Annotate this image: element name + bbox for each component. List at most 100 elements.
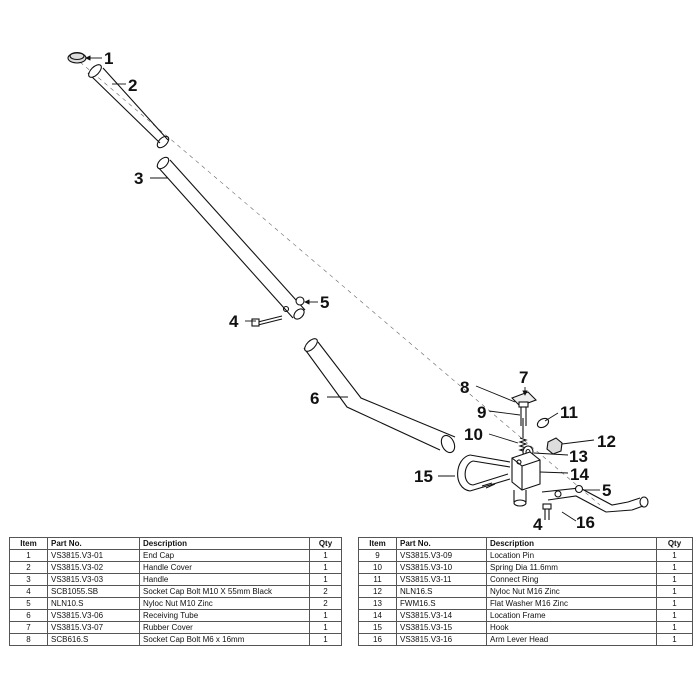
cell-qty: 2 [309, 585, 342, 598]
part-receiving-tube [303, 338, 456, 454]
cell-item: 1 [9, 549, 48, 562]
cell-part-no: VS3815.V3-07 [47, 621, 140, 634]
cell-qty: 1 [656, 621, 693, 634]
part-handle [156, 156, 306, 320]
callout-4-lower: 4 [533, 515, 543, 534]
part-socket-cap-bolt-top [518, 401, 529, 426]
callout-1: 1 [104, 49, 113, 68]
cell-description: Socket Cap Bolt M10 X 55mm Black [139, 585, 310, 598]
cell-qty: 1 [656, 585, 693, 598]
cell-description: Nyloc Nut M10 Zinc [139, 597, 310, 610]
cell-qty: 1 [656, 633, 693, 646]
callout-4: 4 [229, 312, 239, 331]
header-qty: Qty [309, 537, 342, 550]
table-header-row: Item Part No. Description Qty [9, 537, 342, 550]
cell-description: Spring Dia 11.6mm [486, 561, 657, 574]
cell-qty: 2 [309, 597, 342, 610]
callout-14: 14 [570, 465, 589, 484]
cell-part-no: SCB616.S [47, 633, 140, 646]
part-location-frame [511, 451, 541, 507]
cell-description: Handle Cover [139, 561, 310, 574]
part-arm-lever-head [541, 487, 649, 513]
cell-part-no: FWM16.S [396, 597, 487, 610]
cell-description: Receiving Tube [139, 609, 310, 622]
part-socket-cap-bolt-lower [542, 503, 552, 520]
cell-description: Location Pin [486, 549, 657, 562]
callout-9: 9 [477, 403, 486, 422]
cell-qty: 1 [656, 549, 693, 562]
part-handle-cover [87, 64, 170, 149]
cell-description: Location Frame [486, 609, 657, 622]
header-item: Item [358, 537, 397, 550]
cell-part-no: VS3815.V3-09 [396, 549, 487, 562]
part-hook [457, 454, 511, 492]
table-header-row: Item Part No. Description Qty [358, 537, 693, 550]
cell-part-no: VS3815.V3-14 [396, 609, 487, 622]
callout-5-lower: 5 [602, 481, 611, 500]
cell-qty: 1 [309, 561, 342, 574]
part-socket-cap-bolt-upper [251, 315, 283, 327]
part-spring [518, 437, 528, 453]
cell-item: 13 [358, 597, 397, 610]
cell-description: Nyloc Nut M16 Zinc [486, 585, 657, 598]
page-crop-edge [0, 658, 700, 700]
callout-15: 15 [414, 467, 433, 486]
cell-part-no: NLN10.S [47, 597, 140, 610]
part-nyloc-nut-m16 [546, 437, 563, 455]
cell-part-no: VS3815.V3-03 [47, 573, 140, 586]
cell-qty: 1 [656, 561, 693, 574]
cell-item: 8 [9, 633, 48, 646]
header-qty: Qty [656, 537, 693, 550]
part-end-cap [67, 51, 87, 64]
callout-3: 3 [134, 169, 143, 188]
cell-item: 5 [9, 597, 48, 610]
exploded-parts-diagram: 1 2 3 4 5 6 7 8 9 11 10 12 13 14 15 5 16… [67, 49, 649, 534]
cell-item: 4 [9, 585, 48, 598]
cell-item: 6 [9, 609, 48, 622]
cell-part-no: VS3815.V3-15 [396, 621, 487, 634]
part-nyloc-nut-upper [295, 296, 305, 306]
cell-qty: 1 [309, 573, 342, 586]
callout-8: 8 [460, 378, 469, 397]
cell-part-no: VS3815.V3-01 [47, 549, 140, 562]
header-description: Description [139, 537, 310, 550]
cell-description: Flat Washer M16 Zinc [486, 597, 657, 610]
part-nyloc-nut-lower [574, 484, 584, 494]
cell-qty: 1 [309, 633, 342, 646]
callout-7: 7 [519, 368, 528, 387]
cell-qty: 1 [656, 597, 693, 610]
header-part-no: Part No. [47, 537, 140, 550]
callout-5: 5 [320, 293, 329, 312]
cell-item: 2 [9, 561, 48, 574]
cell-part-no: VS3815.V3-11 [396, 573, 487, 586]
cell-description: Arm Lever Head [486, 633, 657, 646]
cell-qty: 1 [309, 609, 342, 622]
cell-item: 9 [358, 549, 397, 562]
header-part-no: Part No. [396, 537, 487, 550]
callout-10: 10 [464, 425, 483, 444]
cell-item: 12 [358, 585, 397, 598]
cell-item: 10 [358, 561, 397, 574]
callout-11: 11 [560, 403, 578, 422]
cell-item: 3 [9, 573, 48, 586]
part-connect-ring [536, 417, 550, 429]
cell-description: Hook [486, 621, 657, 634]
cell-item: 14 [358, 609, 397, 622]
callout-16: 16 [576, 513, 595, 532]
